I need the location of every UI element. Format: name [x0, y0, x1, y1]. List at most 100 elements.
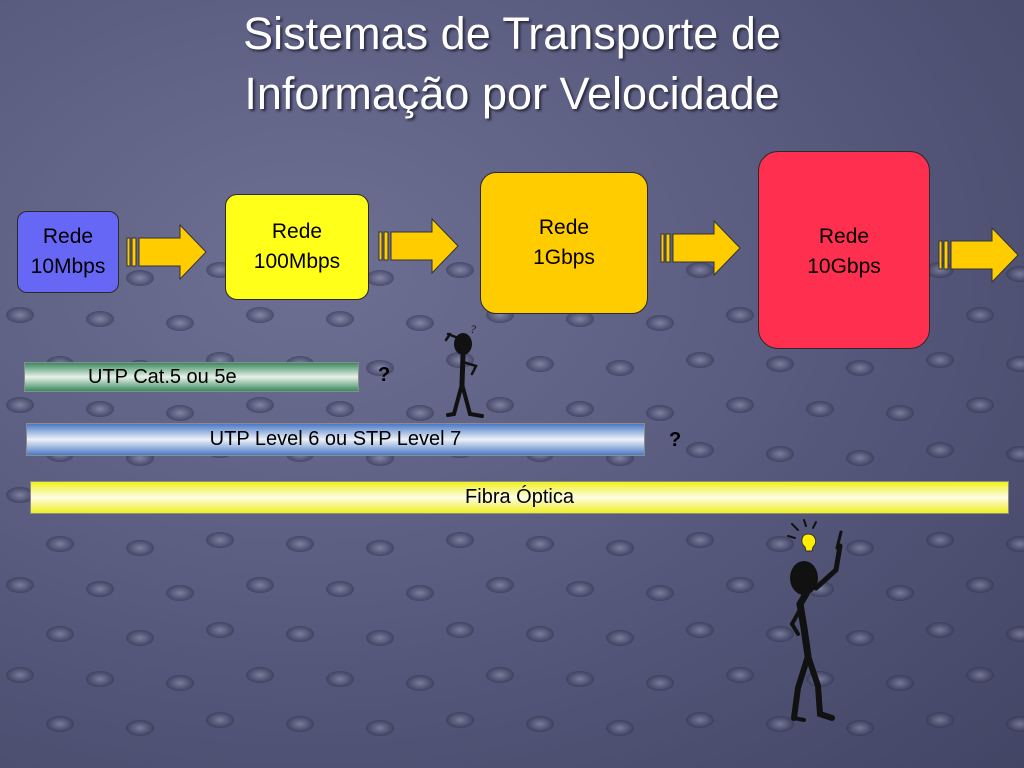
- background-dot: [366, 720, 394, 736]
- network-label: Rede: [42, 225, 94, 248]
- background-dot: [1006, 536, 1024, 552]
- background-dot: [846, 540, 874, 556]
- confused-person-icon: ?: [444, 322, 484, 418]
- background-dot: [846, 360, 874, 376]
- background-dot: [326, 581, 354, 597]
- background-dot: [86, 401, 114, 417]
- network-box-1gbps: Rede 1Gbps: [480, 172, 648, 314]
- background-dot: [686, 442, 714, 458]
- idea-person-icon: [787, 519, 843, 722]
- background-dot: [246, 667, 274, 683]
- background-dot: [366, 360, 394, 376]
- background-dot: [646, 675, 674, 691]
- background-dot: [886, 585, 914, 601]
- slide-title-line-1: Sistemas de Transporte de: [243, 8, 781, 59]
- network-label: Rede: [818, 225, 870, 248]
- background-dot: [766, 356, 794, 372]
- media-bar-fibra-optica: Fibra Óptica: [30, 481, 1009, 514]
- background-dot: [846, 630, 874, 646]
- background-dot: [366, 540, 394, 556]
- background-dot: [606, 630, 634, 646]
- background-dot: [246, 397, 274, 413]
- background-dot: [166, 585, 194, 601]
- background-dot: [286, 626, 314, 642]
- background-dot: [326, 671, 354, 687]
- background-dot: [326, 311, 354, 327]
- background-dot: [6, 397, 34, 413]
- background-dot: [446, 712, 474, 728]
- background-dot: [566, 671, 594, 687]
- background-dot: [846, 450, 874, 466]
- background-dot: [366, 270, 394, 286]
- background-dot: [126, 720, 154, 736]
- background-dot: [406, 405, 434, 421]
- background-dot: [1006, 446, 1024, 462]
- background-dot: [286, 716, 314, 732]
- background-dot: [566, 311, 594, 327]
- background-dot: [726, 577, 754, 593]
- background-dot: [686, 532, 714, 548]
- media-label: UTP Level 6 ou STP Level 7: [209, 428, 462, 450]
- network-box-10gbps: Rede 10Gbps: [758, 151, 930, 349]
- background-dot: [206, 532, 234, 548]
- background-dot: [446, 262, 474, 278]
- background-dot: [246, 307, 274, 323]
- background-dot: [886, 405, 914, 421]
- background-dot: [286, 536, 314, 552]
- background-dot: [46, 536, 74, 552]
- background-dot: [526, 536, 554, 552]
- media-bar-utp-level6: UTP Level 6 ou STP Level 7: [26, 423, 645, 456]
- background-dot: [926, 622, 954, 638]
- arrow-right-icon: [378, 217, 459, 275]
- arrow-right-icon: [126, 223, 207, 281]
- background-dot: [806, 401, 834, 417]
- background-dot: [6, 667, 34, 683]
- background-dot: [166, 405, 194, 421]
- network-label: Rede: [271, 220, 323, 243]
- background-dot: [686, 352, 714, 368]
- background-dot: [766, 536, 794, 552]
- network-speed: 100Mbps: [253, 250, 341, 273]
- background-dot: [686, 262, 714, 278]
- background-dot: [526, 626, 554, 642]
- background-dot: [326, 401, 354, 417]
- background-dot: [646, 585, 674, 601]
- background-dot: [206, 712, 234, 728]
- background-dot: [1006, 356, 1024, 372]
- arrow-right-icon: [660, 219, 741, 277]
- background-dot: [6, 487, 34, 503]
- background-dot: [926, 352, 954, 368]
- background-dot: [86, 671, 114, 687]
- background-dot: [606, 540, 634, 556]
- background-dot: [166, 315, 194, 331]
- background-dot: [126, 270, 154, 286]
- background-dot: [886, 675, 914, 691]
- background-dot: [606, 720, 634, 736]
- background-dot: [446, 532, 474, 548]
- background-dot: [126, 540, 154, 556]
- background-dot: [446, 622, 474, 638]
- background-dot: [566, 581, 594, 597]
- background-dot: [646, 405, 674, 421]
- background-dot: [686, 712, 714, 728]
- background-dot: [406, 675, 434, 691]
- background-dot: [406, 315, 434, 331]
- background-dot: [246, 577, 274, 593]
- network-speed: 10Mbps: [30, 255, 106, 278]
- network-speed: 1Gbps: [533, 246, 595, 269]
- background-dot: [766, 626, 794, 642]
- media-bar-utp-cat5: UTP Cat.5 ou 5e: [24, 362, 359, 392]
- background-dot: [486, 667, 514, 683]
- network-box-100mbps: Rede 100Mbps: [225, 194, 369, 300]
- background-dot: [966, 397, 994, 413]
- media-label: UTP Cat.5 ou 5e: [88, 365, 237, 388]
- arrow-right-icon: [938, 226, 1019, 284]
- background-dot: [926, 532, 954, 548]
- background-dot: [846, 720, 874, 736]
- background-dot: [766, 446, 794, 462]
- network-label: Rede: [538, 216, 590, 239]
- background-dot: [406, 585, 434, 601]
- background-dot: [46, 626, 74, 642]
- background-dot: [526, 356, 554, 372]
